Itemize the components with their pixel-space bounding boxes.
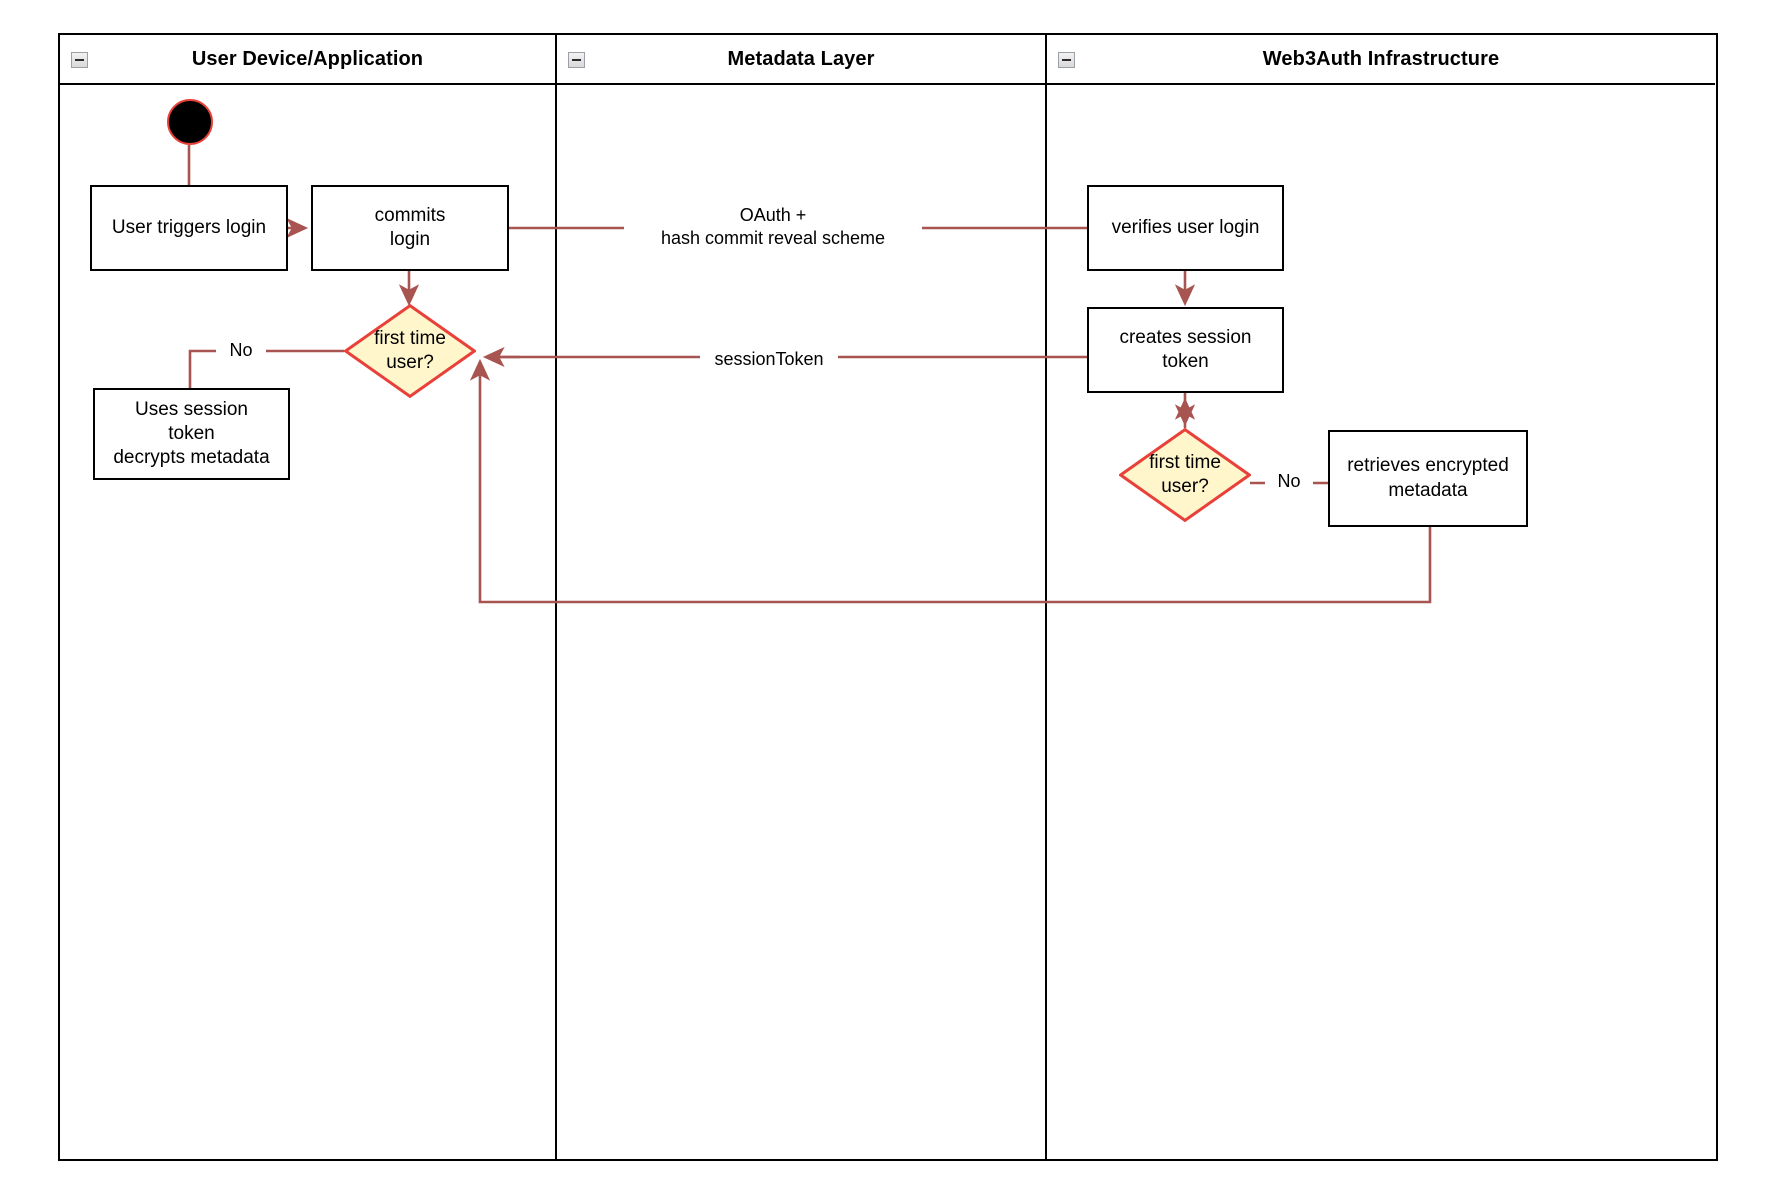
edge-label-session-token: sessionToken [700,348,838,372]
start-node-icon [167,99,213,145]
lane-header-web3auth-infrastructure: Web3Auth Infrastructure [1047,35,1715,85]
decision-first-time-user-server[interactable]: first time user? [1119,428,1251,522]
lane-title-web3auth-infrastructure: Web3Auth Infrastructure [1262,47,1500,70]
edge-label-no-client: No [216,339,266,363]
activity-user-triggers-login[interactable]: User triggers login [90,185,288,271]
swimlane-pool: User Device/Application Metadata Layer W… [58,33,1718,1161]
edge-label-no-server: No [1265,470,1313,494]
minus-icon[interactable] [1058,52,1075,68]
edge-label-oauth-hash-commit: OAuth + hash commit reveal scheme [624,204,922,251]
activity-verifies-user-login[interactable]: verifies user login [1087,185,1284,271]
lane-header-metadata-layer: Metadata Layer [557,35,1045,85]
minus-icon[interactable] [71,52,88,68]
lane-title-user-device: User Device/Application [191,47,424,70]
lane-user-device: User Device/Application [60,35,555,1159]
activity-retrieves-encrypted-metadata[interactable]: retrieves encrypted metadata [1328,430,1528,527]
lane-metadata-layer: Metadata Layer [555,35,1045,1159]
lane-title-metadata-layer: Metadata Layer [727,47,875,70]
minus-icon[interactable] [568,52,585,68]
activity-uses-session-token[interactable]: Uses session token decrypts metadata [93,388,290,480]
lane-header-user-device: User Device/Application [60,35,555,85]
activity-commits-login[interactable]: commits login [311,185,509,271]
activity-creates-session-token[interactable]: creates session token [1087,307,1284,393]
decision-first-time-user-client[interactable]: first time user? [344,304,476,398]
